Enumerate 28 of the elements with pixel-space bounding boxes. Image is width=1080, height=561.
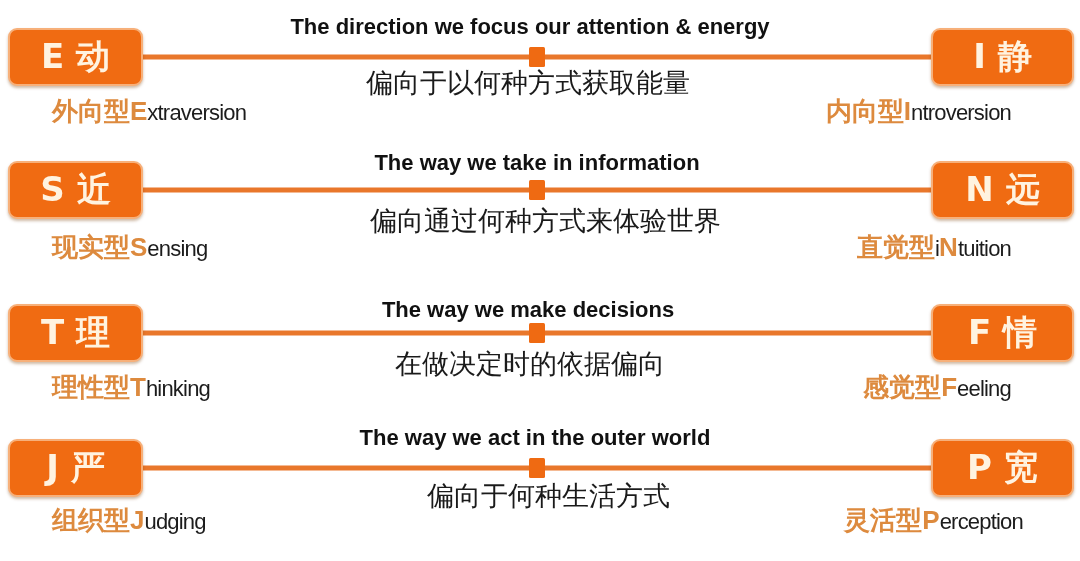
connector-line [143,47,931,67]
type-box: E 动 [8,28,143,86]
dimension-title: The direction we focus our attention & energy [290,14,770,40]
type-label: 内向型Introversion [825,96,1011,128]
type-box: F 情 [931,304,1074,362]
type-label: 组织型Judging [52,505,206,537]
type-label: 感觉型Feeling [863,372,1011,404]
type-box: I 静 [931,28,1074,86]
type-box: S 近 [8,161,143,219]
dimension-title: The way we act in the outer world [359,425,711,451]
dimension-description: 偏向于以何种方式获取能量 [366,67,690,99]
type-box: N 远 [931,161,1074,219]
type-box: J 严 [8,439,143,497]
type-label: 现实型Sensing [52,232,208,264]
dimension-description: 在做决定时的依据偏向 [395,348,665,380]
connector-line [143,458,931,478]
type-box: T 理 [8,304,143,362]
dimension-title: The way we take in information [374,150,700,176]
type-box: P 宽 [931,439,1074,497]
connector-line [143,180,931,200]
type-label: 灵活型Perception [844,505,1023,537]
dimension-title: The way we make decisions [381,297,675,323]
type-label: 理性型Thinking [52,372,210,404]
type-label: 直觉型iNtuition [857,232,1011,264]
connector-line [143,323,931,343]
dimension-description: 偏向于何种生活方式 [426,480,670,512]
type-label: 外向型Extraversion [52,96,247,128]
dimension-description: 偏向通过何种方式来体验世界 [369,205,721,237]
